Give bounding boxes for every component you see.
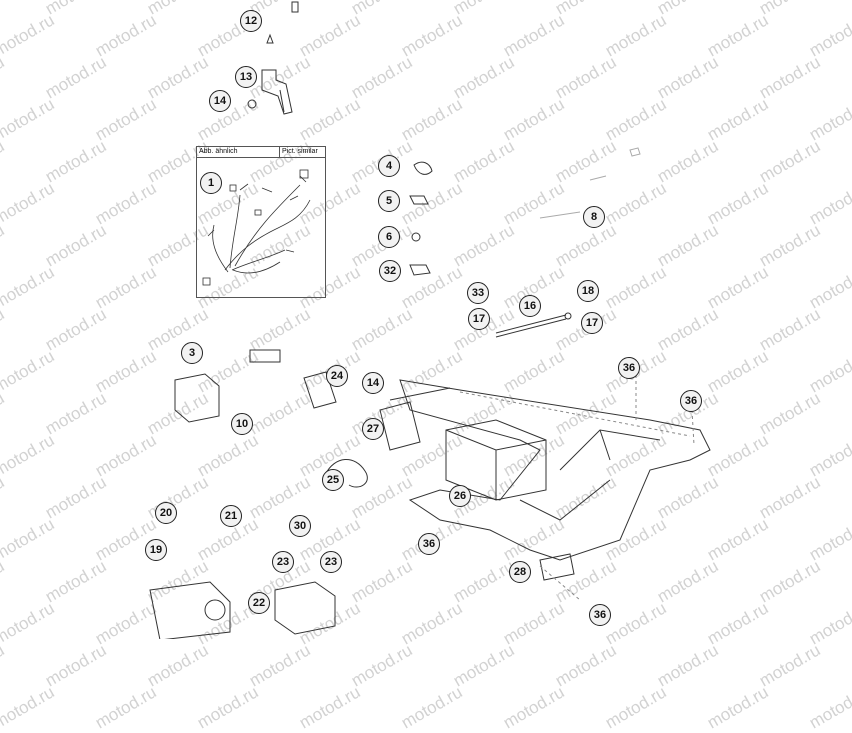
clip-part-5 bbox=[409, 195, 429, 205]
inset-frame: Abb. ähnlich Pict. similar bbox=[196, 146, 326, 298]
watermark-text: motod.ru bbox=[0, 640, 8, 691]
callout-10: 10 bbox=[231, 413, 253, 435]
washer-part-14-top bbox=[247, 99, 257, 109]
watermark-text: motod.ru bbox=[602, 682, 670, 733]
watermark-text: motod.ru bbox=[704, 682, 772, 733]
callout-16: 16 bbox=[519, 295, 541, 317]
callout-26: 26 bbox=[449, 485, 471, 507]
callout-20: 20 bbox=[155, 502, 177, 524]
rear-subframe bbox=[399, 379, 711, 561]
connector-part-32 bbox=[409, 264, 431, 276]
callout-14: 14 bbox=[362, 372, 384, 394]
callout-17: 17 bbox=[468, 308, 490, 330]
watermark-text: motod.ru bbox=[42, 640, 110, 691]
watermark-text: motod.ru bbox=[348, 640, 416, 691]
watermark-text: motod.ru bbox=[144, 640, 212, 691]
callout-23: 23 bbox=[320, 551, 342, 573]
watermark-text: motod.ru bbox=[806, 682, 852, 733]
callout-32: 32 bbox=[379, 260, 401, 282]
callout-36: 36 bbox=[589, 604, 611, 626]
bracket-part-13 bbox=[261, 69, 293, 115]
bracket-part-28 bbox=[539, 553, 575, 581]
callout-1: 1 bbox=[200, 172, 222, 194]
callout-19: 19 bbox=[145, 539, 167, 561]
cable-part-25 bbox=[324, 459, 368, 488]
watermark-text: motod.ru bbox=[552, 640, 620, 691]
watermark-text: motod.ru bbox=[450, 640, 518, 691]
relay-part-22 bbox=[274, 581, 336, 635]
watermark-text: motod.ru bbox=[246, 640, 314, 691]
bolt-part-16 bbox=[495, 312, 572, 338]
clip-part-6 bbox=[411, 232, 421, 242]
callout-21: 21 bbox=[220, 505, 242, 527]
bracket-part-3 bbox=[174, 349, 281, 423]
callout-36: 36 bbox=[618, 357, 640, 379]
callout-28: 28 bbox=[509, 561, 531, 583]
inset-label-right: Pict. similar bbox=[282, 148, 318, 155]
clip-part-4 bbox=[413, 161, 433, 175]
callout-33: 33 bbox=[467, 282, 489, 304]
callout-12: 12 bbox=[240, 10, 262, 32]
callout-23: 23 bbox=[272, 551, 294, 573]
starter-motor bbox=[149, 581, 231, 639]
callout-8: 8 bbox=[583, 206, 605, 228]
callout-5: 5 bbox=[378, 190, 400, 212]
watermark-text: motod.ru bbox=[0, 682, 58, 733]
watermark-text: motod.ru bbox=[194, 682, 262, 733]
callout-30: 30 bbox=[289, 515, 311, 537]
reference-lines bbox=[459, 375, 695, 601]
callout-14: 14 bbox=[209, 90, 231, 112]
callout-36: 36 bbox=[680, 390, 702, 412]
callout-4: 4 bbox=[378, 155, 400, 177]
watermark-text: motod.ru bbox=[500, 682, 568, 733]
callout-25: 25 bbox=[322, 469, 344, 491]
callout-13: 13 bbox=[235, 66, 257, 88]
holder-part-27 bbox=[379, 387, 451, 451]
watermark-text: motod.ru bbox=[756, 640, 824, 691]
callout-18: 18 bbox=[577, 280, 599, 302]
callout-17: 17 bbox=[581, 312, 603, 334]
watermark-text: motod.ru bbox=[398, 682, 466, 733]
sensor-part-12 bbox=[266, 1, 299, 44]
inset-divider bbox=[197, 157, 325, 158]
callout-24: 24 bbox=[326, 365, 348, 387]
inset-divider-vertical bbox=[279, 147, 280, 157]
callout-27: 27 bbox=[362, 418, 384, 440]
watermark-text: motod.ru bbox=[92, 682, 160, 733]
battery-part-26 bbox=[445, 419, 547, 501]
cable-part-8 bbox=[539, 147, 641, 219]
watermark-text: motod.ru bbox=[654, 640, 722, 691]
line-art bbox=[149, 1, 711, 639]
inset-label-left: Abb. ähnlich bbox=[199, 148, 238, 155]
callout-36: 36 bbox=[418, 533, 440, 555]
cover-part-24 bbox=[303, 371, 337, 409]
watermark-text: motod.ru bbox=[296, 682, 364, 733]
callout-22: 22 bbox=[248, 592, 270, 614]
callout-6: 6 bbox=[378, 226, 400, 248]
callout-3: 3 bbox=[181, 342, 203, 364]
wiring-harness bbox=[202, 169, 311, 286]
